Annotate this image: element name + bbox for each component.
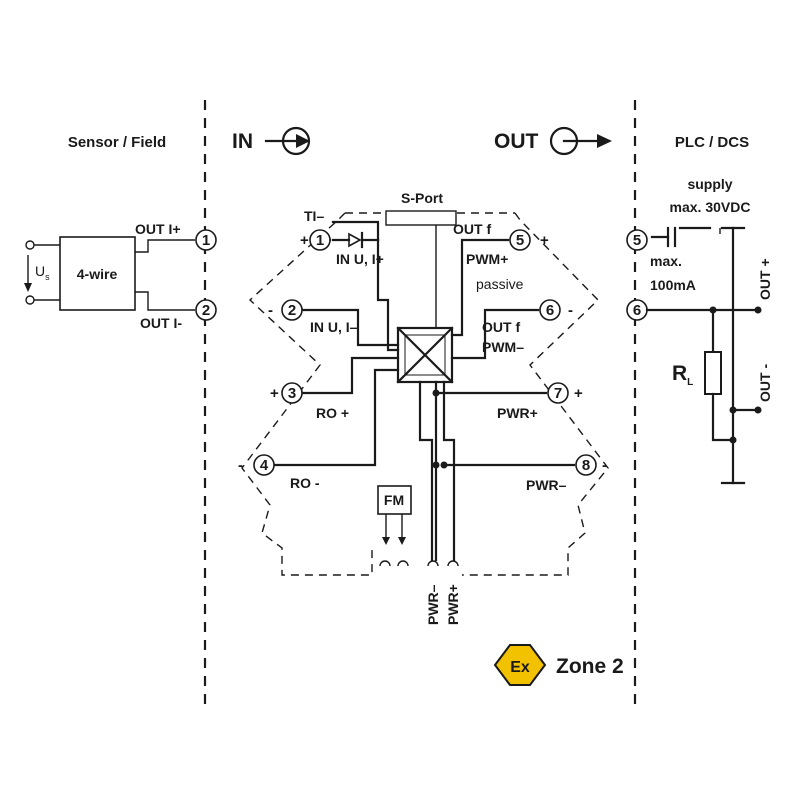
out-plus-vertical: OUT + [757,258,773,300]
in-u-i-plus-label: IN U, I+ [336,251,384,267]
isolator-block [396,326,454,384]
svg-text:4: 4 [260,457,269,474]
section-out: OUT [494,130,539,153]
module-terminal-8: 8 [575,454,597,476]
max-voltage-label: max. 30VDC [670,199,751,215]
svg-text:1: 1 [202,232,210,249]
pwr-plus-vertical: PWR+ [445,584,461,625]
module-terminal-7: 7 [547,382,569,404]
ex-hazard-icon: Ex [493,644,547,686]
out-i-minus-label: OUT I- [140,315,182,331]
four-wire-label: 4-wire [77,266,118,282]
svg-text:7: 7 [554,385,562,402]
out-arrow-icon [549,126,612,156]
sensor-supply-terminals [24,240,60,305]
plus-sign-7: + [574,385,583,402]
module-terminal-3: 3 [281,382,303,404]
pwr-minus-vertical: PWR– [425,584,441,625]
sport-connector [385,210,457,226]
load-resistor [704,351,722,395]
pwm-minus-label: PWM– [482,339,524,355]
rl-label: RL [672,362,693,388]
svg-text:6: 6 [546,302,554,319]
pwr-sockets [379,560,459,567]
svg-text:5: 5 [516,232,524,249]
module-terminal-1: 1 [309,229,331,251]
pwr-plus-label: PWR+ [497,405,538,421]
fm-label: FM [384,492,404,508]
field-terminal-1: 1 [195,229,217,251]
plc-terminal-5: 5 [626,229,648,251]
out-f-label-2: OUT f [482,319,520,335]
module-terminal-6: 6 [539,299,561,321]
ro-plus-label: RO + [316,405,349,421]
section-plc-dcs: PLC / DCS [675,134,749,151]
passive-label: passive [476,276,524,292]
svg-text:2: 2 [288,302,296,319]
out-i-plus-label: OUT I+ [135,221,181,237]
svg-text:3: 3 [288,385,296,402]
diode-icon [348,231,364,249]
max-current-label-1: max. [650,253,682,269]
max-current-label-2: 100mA [650,277,696,293]
pwm-plus-label: PWM+ [466,251,508,267]
out-minus-vertical: OUT - [757,364,773,402]
in-arrow-icon [264,126,311,156]
section-sensor-field: Sensor / Field [68,134,166,151]
svg-text:8: 8 [582,457,590,474]
minus-sign-4: - [238,457,243,474]
ro-minus-label: RO - [290,475,320,491]
us-label: Us [35,263,50,282]
minus-sign-2: - [268,302,273,319]
out-f-label-1: OUT f [453,221,491,237]
module-terminal-5: 5 [509,229,531,251]
minus-sign-6: - [568,302,573,319]
module-terminal-4: 4 [253,454,275,476]
minus-sign-8: - [602,457,607,474]
plus-sign-1: + [300,232,309,249]
svg-text:1: 1 [316,232,324,249]
fm-box [377,485,412,515]
pwr-minus-label: PWR– [526,477,567,493]
ti-minus-label: TI– [304,208,324,224]
svg-text:5: 5 [633,232,641,249]
svg-text:2: 2 [202,302,210,319]
svg-text:Ex: Ex [510,659,530,676]
dc-supply-symbol [650,226,721,248]
plus-sign-3: + [270,385,279,402]
supply-label: supply [687,176,732,192]
in-u-i-minus-label: IN U, I– [310,319,358,335]
svg-text:6: 6 [633,302,641,319]
four-wire-device [59,236,136,311]
plus-sign-5: + [540,232,549,249]
plc-terminal-6: 6 [626,299,648,321]
sport-label: S-Port [401,190,443,206]
section-in: IN [232,130,253,153]
module-terminal-2: 2 [281,299,303,321]
zone-label: Zone 2 [556,655,624,678]
field-terminal-2: 2 [195,299,217,321]
